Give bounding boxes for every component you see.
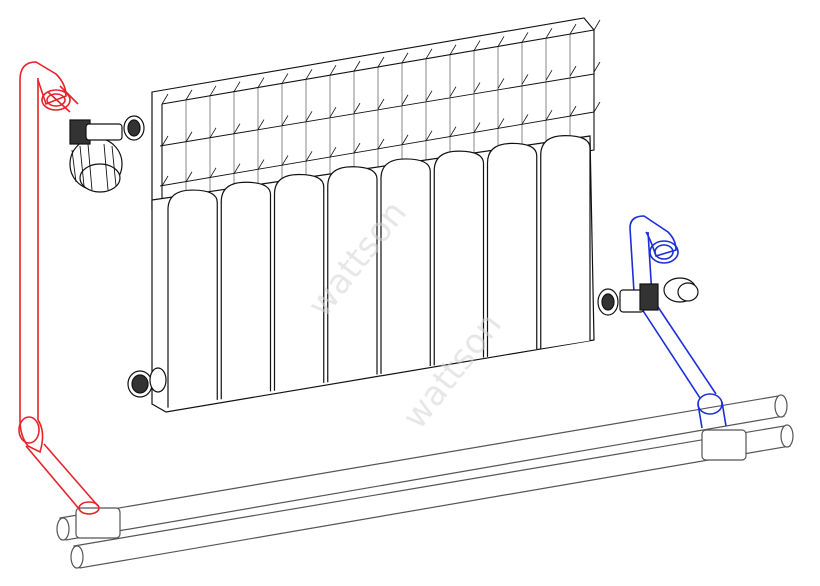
- radiator-section: [433, 150, 485, 366]
- radiator-section: [220, 181, 272, 400]
- radiator-fin: [209, 85, 217, 178]
- radiator-fin: [185, 89, 193, 183]
- radiator-front-face: [151, 134, 595, 413]
- radiator-fin: [377, 56, 385, 150]
- radiator-icon: [151, 17, 601, 413]
- radiator-fin: [497, 36, 505, 129]
- radiator-section: [273, 173, 325, 391]
- radiator-fin: [305, 69, 313, 162]
- radiator-fin: [257, 77, 265, 170]
- lockshield-valve-icon: [597, 277, 699, 316]
- radiator-fin: [449, 44, 457, 137]
- radiator-section: [327, 166, 378, 383]
- radiator-section: [380, 158, 431, 374]
- radiator-fin: [521, 32, 529, 125]
- air-vent-plug-icon: [127, 367, 167, 398]
- radiator-fin: [569, 23, 577, 117]
- radiator-fin: [593, 19, 601, 113]
- radiator-section: [486, 142, 538, 357]
- radiator-fin: [281, 73, 289, 166]
- radiator-fin: [161, 93, 169, 187]
- main-pipes-icon: [56, 394, 794, 569]
- right-tee-fitting: [701, 429, 747, 461]
- radiator-section: [540, 134, 591, 349]
- radiator-fin: [401, 52, 409, 146]
- blue-return-pipe-icon: [629, 215, 727, 429]
- radiator-section: [167, 189, 218, 408]
- red-supply-pipe-icon: [18, 61, 100, 515]
- radiator-fin: [545, 28, 553, 121]
- left-tee-fitting: [75, 507, 121, 539]
- radiator-fin: [425, 48, 433, 141]
- radiator-fin: [233, 81, 241, 174]
- radiator-fin: [353, 60, 361, 154]
- upper-main-pipe: [59, 395, 785, 541]
- radiator-fin-block: [151, 17, 601, 221]
- radiator-fin: [329, 65, 337, 158]
- thermostatic-valve-icon: [69, 115, 145, 193]
- radiator-fin: [473, 40, 481, 133]
